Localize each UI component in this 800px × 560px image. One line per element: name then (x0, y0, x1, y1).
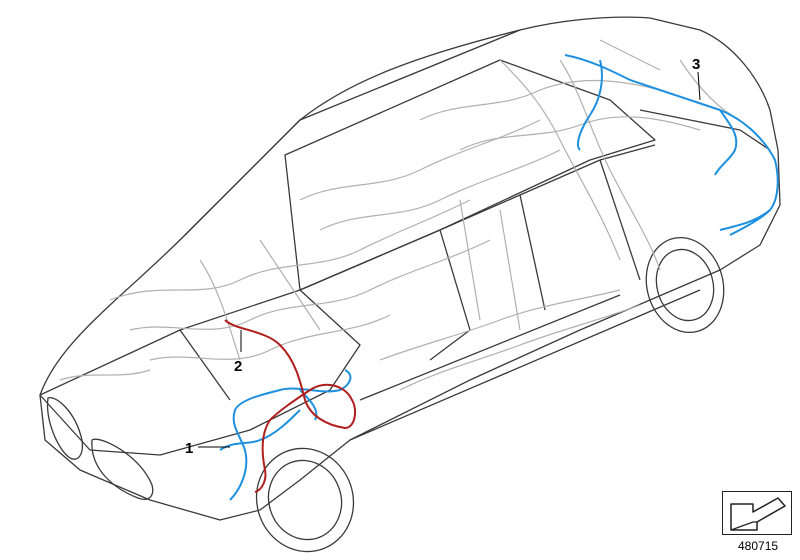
arrow-down-left-icon (730, 497, 786, 531)
reference-number: 480715 (738, 539, 779, 553)
rear-wiring-harness (564, 54, 779, 236)
callout-2-label: 2 (234, 358, 242, 375)
car-body-outline (39, 16, 781, 553)
callout-3-label: 3 (692, 56, 700, 73)
internal-wiring-harness (59, 39, 741, 391)
callout-1-label: 1 (185, 440, 193, 457)
engine-wiring-harness (224, 319, 357, 493)
navigation-back-button[interactable] (722, 491, 792, 535)
callout-3-leader (697, 71, 701, 101)
